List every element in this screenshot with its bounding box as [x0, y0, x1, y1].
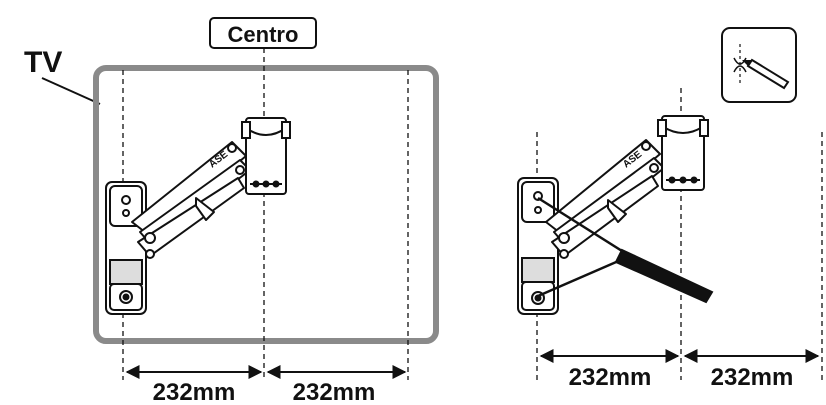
dim-label-right: 232mm	[293, 379, 376, 405]
pencil-mark-icon	[721, 27, 797, 103]
center-label: Centro	[228, 22, 299, 47]
articulating-arm: ASE	[131, 141, 251, 259]
right-panel: ASE 232mm 232mm	[517, 27, 823, 391]
left-panel: TV Centro	[24, 17, 439, 405]
tv-frame	[93, 65, 439, 344]
tv-leader-line	[41, 77, 101, 105]
tv-label: TV	[24, 46, 62, 79]
wall-plate-right	[517, 177, 559, 315]
center-label-box	[209, 17, 317, 49]
wall-plate	[105, 181, 147, 315]
right-dim-label-right: 232mm	[711, 364, 794, 391]
dim-label-left: 232mm	[153, 379, 236, 405]
marking-pencil	[537, 196, 714, 304]
tilt-head-bracket	[241, 117, 291, 195]
tilt-head-bracket-right	[657, 115, 709, 191]
right-dim-label-left: 232mm	[569, 364, 652, 391]
